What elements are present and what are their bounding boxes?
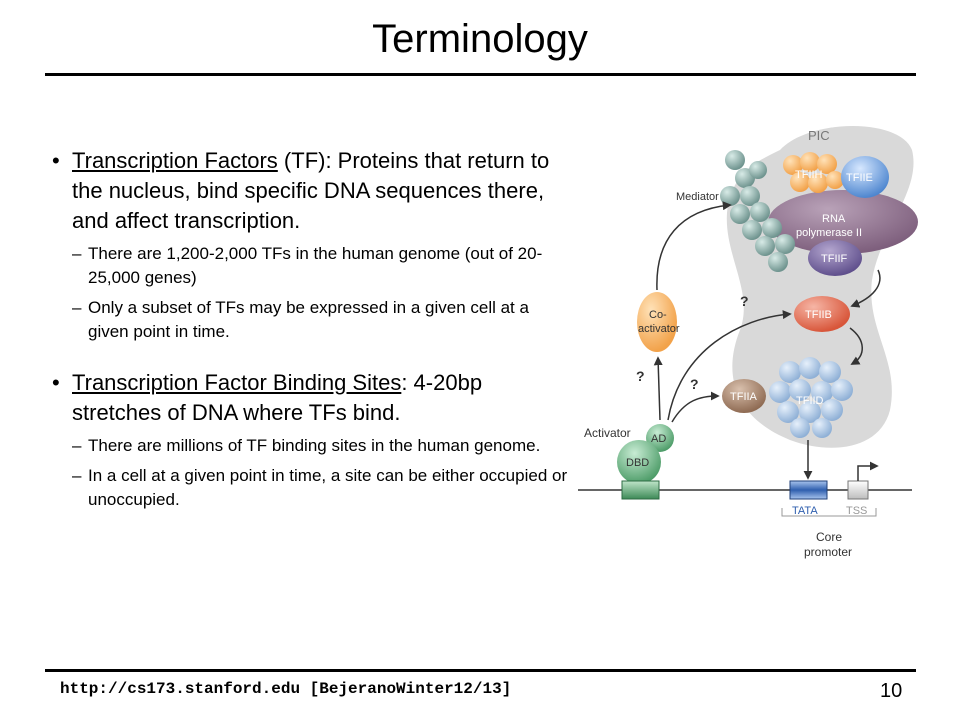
tfiif-label: TFIIF bbox=[821, 253, 848, 265]
tss-arrow bbox=[857, 461, 879, 481]
pic-label: PIC bbox=[808, 128, 830, 143]
sub-bullet-text: Only a subset of TFs may be expressed in… bbox=[88, 298, 529, 341]
sub-bullet: – There are 1,200-2,000 TFs in the human… bbox=[52, 242, 572, 290]
tfiie-label: TFIIE bbox=[846, 172, 873, 184]
sub-bullet-text: There are millions of TF binding sites i… bbox=[88, 436, 541, 455]
sub-bullet-text: In a cell at a given point in time, a si… bbox=[88, 466, 568, 509]
tata-label: TATA bbox=[792, 505, 818, 517]
bullet-binding-sites: • Transcription Factor Binding Sites: 4-… bbox=[52, 368, 572, 428]
sub-bullet-text: There are 1,200-2,000 TFs in the human g… bbox=[88, 244, 543, 287]
question-mark-tfiia: ? bbox=[690, 376, 699, 392]
pic-diagram: PIC RNA polymerase II TFIIH TFIIE TFIIF bbox=[570, 118, 920, 578]
slide-title: Terminology bbox=[372, 17, 588, 61]
rna-polymerase-ii bbox=[768, 190, 918, 254]
arrow-activator-to-tfiia bbox=[671, 391, 720, 423]
tfiia-label: TFIIA bbox=[730, 391, 758, 403]
coactivator bbox=[637, 292, 677, 352]
tfiie bbox=[841, 156, 889, 198]
tata-box bbox=[789, 480, 828, 500]
dash: – bbox=[72, 244, 82, 263]
rna-pol-label-1: RNA bbox=[822, 213, 846, 225]
activator-label: Activator bbox=[584, 426, 631, 440]
arrow-tfiib-to-tfiid bbox=[849, 327, 863, 365]
promoter-label: promoter bbox=[804, 545, 852, 559]
bullet-list: • Transcription Factors (TF): Proteins t… bbox=[52, 146, 572, 512]
coactivator-label-1: Co- bbox=[649, 309, 667, 321]
activation-domain bbox=[646, 424, 674, 452]
tfiih-complex bbox=[783, 152, 844, 193]
dash: – bbox=[72, 298, 82, 317]
bullet-dot: • bbox=[52, 370, 60, 395]
tfiid-label: TFIID bbox=[796, 395, 824, 407]
mediator-label: Mediator bbox=[676, 191, 719, 203]
tss-label: TSS bbox=[846, 505, 867, 517]
footer-divider bbox=[45, 669, 916, 672]
tfiif bbox=[808, 240, 862, 276]
sub-bullet: – Only a subset of TFs may be expressed … bbox=[52, 296, 572, 344]
arrow-coactivator-to-mediator bbox=[656, 201, 732, 291]
arrow-activator-to-tfiib bbox=[667, 310, 792, 421]
tfiib bbox=[794, 296, 850, 332]
question-mark-coactivator: ? bbox=[636, 368, 645, 384]
question-mark-tfiib: ? bbox=[740, 293, 749, 309]
bullet-text: : 4-20bp stretches of DNA where TFs bind… bbox=[72, 370, 483, 425]
coactivator-label-2: activator bbox=[638, 323, 680, 335]
rna-pol-label-2: polymerase II bbox=[796, 227, 862, 239]
title-divider bbox=[45, 73, 916, 76]
arrow-activator-to-coactivator bbox=[653, 356, 663, 421]
core-label: Core bbox=[816, 530, 842, 544]
term-binding-sites: Transcription Factor Binding Sites bbox=[72, 370, 402, 395]
core-promoter-bracket bbox=[781, 508, 877, 517]
tfiia bbox=[722, 379, 766, 413]
tss-box bbox=[847, 480, 869, 500]
sub-bullet: – There are millions of TF binding sites… bbox=[52, 434, 572, 458]
tfiid-complex bbox=[769, 357, 853, 438]
sub-bullet: – In a cell at a given point in time, a … bbox=[52, 464, 572, 512]
arrow-tfiif-to-tfiib bbox=[850, 269, 881, 308]
tfiih-label: TFIIH bbox=[795, 169, 823, 181]
bullet-transcription-factors: • Transcription Factors (TF): Proteins t… bbox=[52, 146, 572, 236]
footer-url: http://cs173.stanford.edu [BejeranoWinte… bbox=[60, 680, 512, 698]
tf-binding-site bbox=[621, 480, 660, 500]
dbd-label: DBD bbox=[626, 457, 649, 469]
dna-binding-domain bbox=[617, 440, 661, 484]
dash: – bbox=[72, 466, 82, 485]
term-transcription-factors: Transcription Factors bbox=[72, 148, 278, 173]
dash: – bbox=[72, 436, 82, 455]
tfiib-label: TFIIB bbox=[805, 309, 832, 321]
bullet-dot: • bbox=[52, 148, 60, 173]
page-number: 10 bbox=[880, 680, 903, 702]
bullet-text: (TF): Proteins that return to the nucleu… bbox=[72, 148, 550, 233]
mediator-complex bbox=[720, 150, 795, 272]
ad-label: AD bbox=[651, 433, 666, 445]
